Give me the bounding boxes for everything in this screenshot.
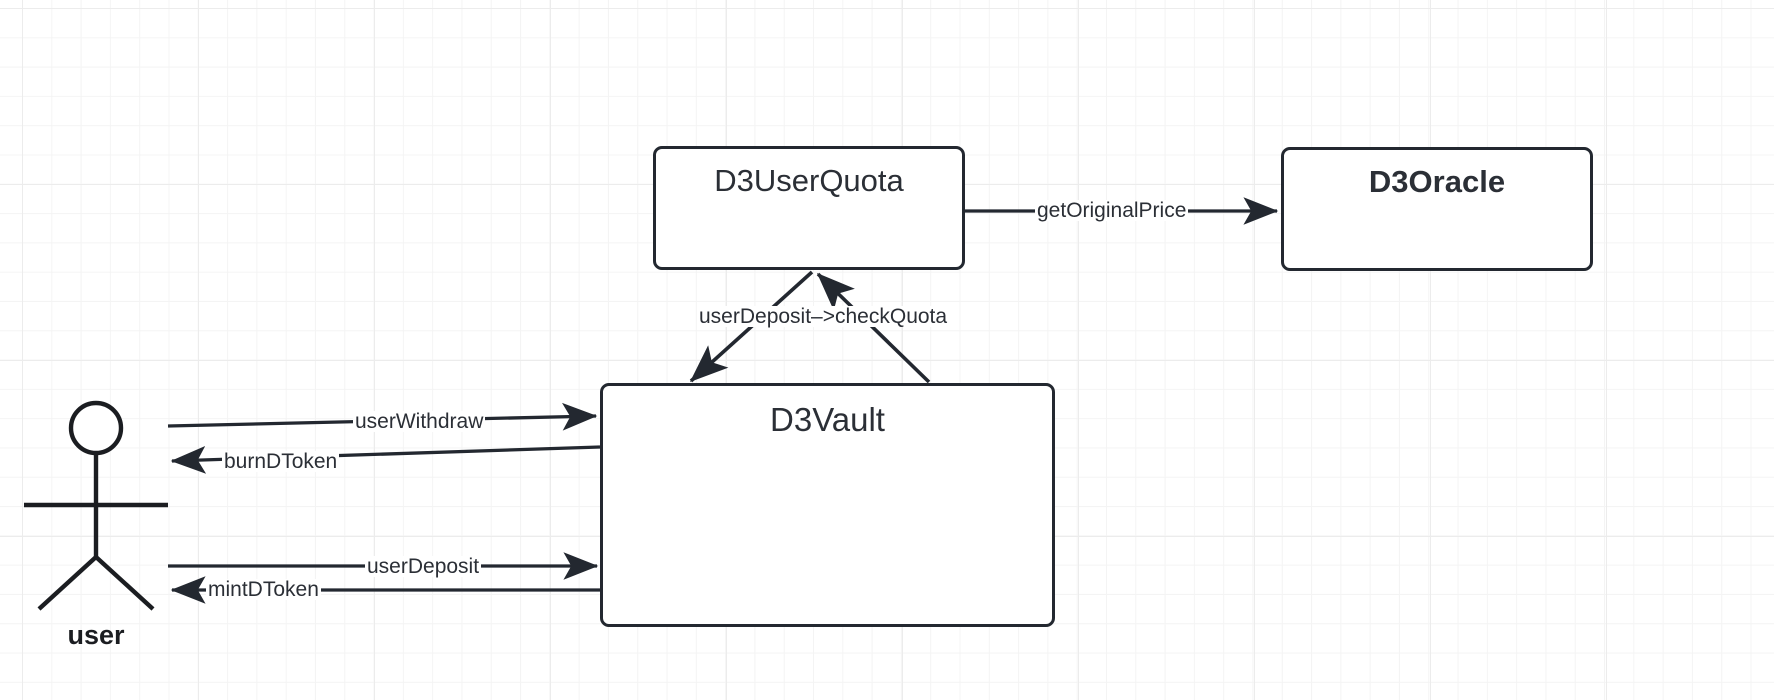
node-d3vault-title: D3Vault <box>770 401 885 438</box>
actor-user-label: user <box>67 620 125 650</box>
actor-left-leg-line <box>37 555 98 611</box>
node-d3userquota[interactable]: D3UserQuota <box>653 146 965 270</box>
edge-get-original-price-label: getOriginalPrice <box>1035 199 1189 222</box>
edge-mint-dtoken-label: mintDToken <box>206 578 321 601</box>
actor-user-figure <box>24 400 168 611</box>
edge-user-withdraw-label: userWithdraw <box>353 410 486 433</box>
edge-check-quota-up-line <box>816 272 931 384</box>
edge-burn-dtoken-label: burnDToken <box>222 450 340 473</box>
actor-right-leg-line <box>94 555 155 611</box>
actor-head-icon <box>68 400 124 456</box>
node-d3oracle[interactable]: D3Oracle <box>1281 147 1593 271</box>
node-d3oracle-title: D3Oracle <box>1368 164 1506 199</box>
node-d3vault[interactable]: D3Vault <box>600 383 1055 627</box>
edge-user-deposit-label: userDeposit <box>365 555 482 578</box>
node-d3userquota-title: D3UserQuota <box>714 163 904 198</box>
edge-user-deposit-check-quota-label: userDeposit–>checkQuota <box>697 305 950 328</box>
